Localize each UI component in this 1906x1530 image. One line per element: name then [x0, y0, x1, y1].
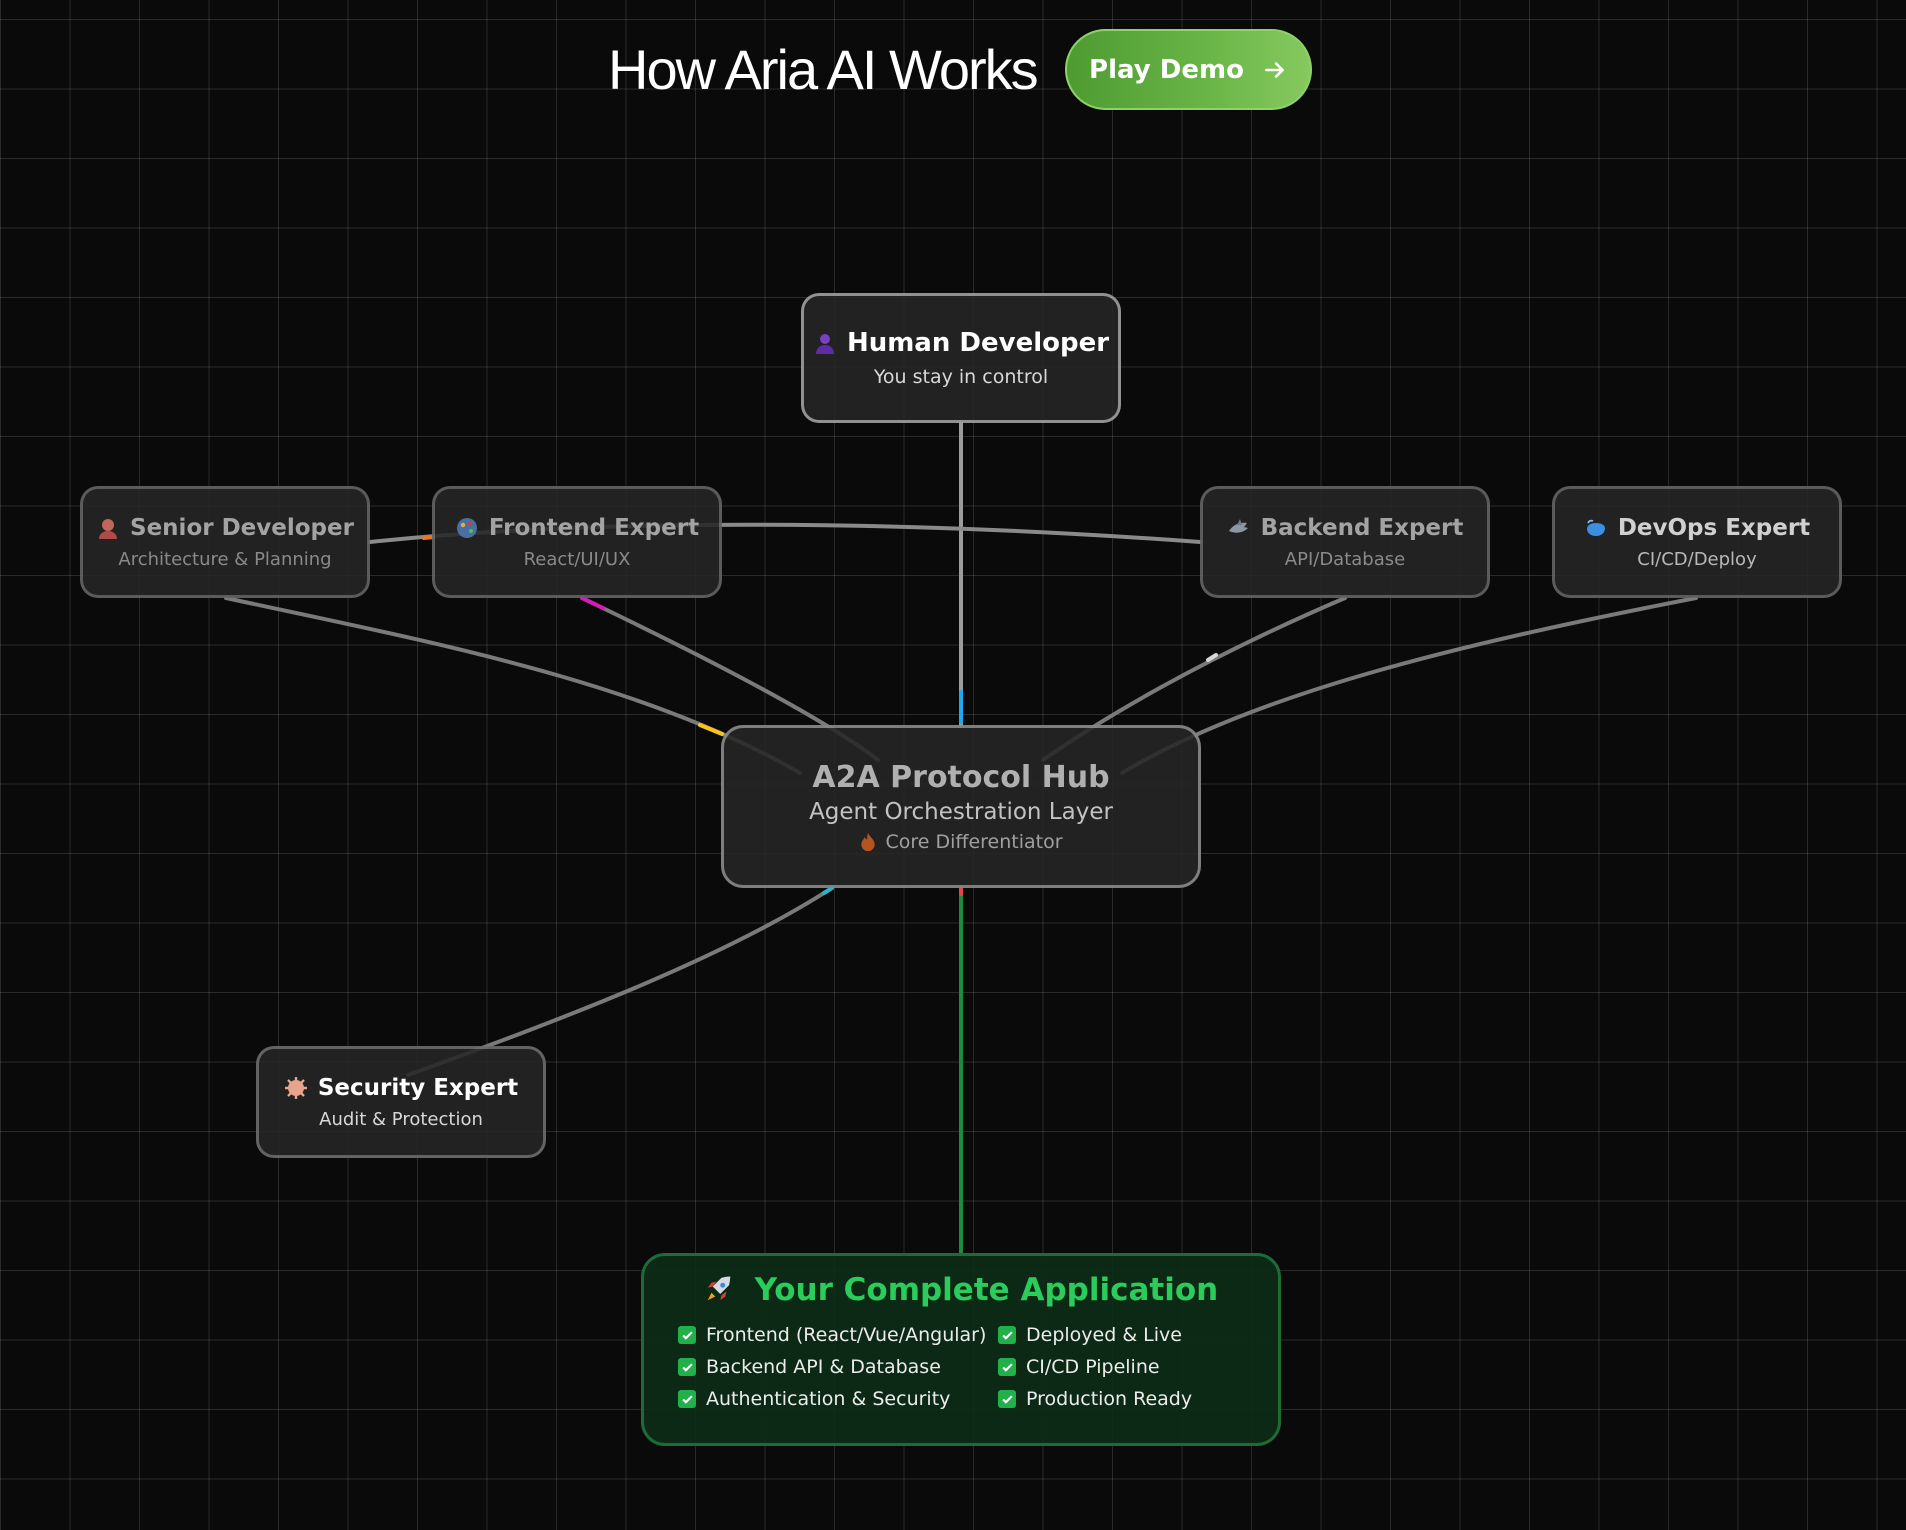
arrow-right-icon: [1264, 61, 1284, 78]
checkbox-icon: [678, 1358, 696, 1376]
feature-label: CI/CD Pipeline: [1026, 1356, 1160, 1378]
hub-note: Core Differentiator: [885, 831, 1063, 853]
node-title: Frontend Expert: [488, 514, 700, 541]
hub-title: A2A Protocol Hub: [812, 760, 1110, 795]
frontend-expert-node[interactable]: Frontend Expert React/UI/UX: [432, 486, 722, 598]
play-demo-label: Play Demo: [1089, 54, 1244, 85]
edge-senior-hub-pulse: [698, 723, 724, 736]
checkbox-icon: [678, 1326, 696, 1344]
feature-label: Production Ready: [1026, 1388, 1193, 1410]
edge-devops-hub: [1120, 596, 1698, 775]
node-subtitle: Architecture & Planning: [118, 548, 332, 570]
application-title: Your Complete Application: [754, 1272, 1219, 1308]
shield-icon: [284, 1076, 307, 1099]
feature-item: Backend API & Database: [678, 1356, 998, 1378]
security-expert-node[interactable]: Security Expert Audit & Protection: [256, 1046, 546, 1158]
feature-label: Frontend (React/Vue/Angular): [706, 1324, 987, 1346]
checkbox-icon: [998, 1390, 1016, 1408]
node-subtitle: Audit & Protection: [319, 1108, 483, 1130]
feature-item: Authentication & Security: [678, 1388, 998, 1410]
page-title: How Aria AI Works: [608, 38, 1039, 101]
backend-expert-node[interactable]: Backend Expert API/Database: [1200, 486, 1490, 598]
feature-label: Authentication & Security: [706, 1388, 951, 1410]
node-subtitle: You stay in control: [873, 366, 1049, 388]
feature-item: CI/CD Pipeline: [998, 1356, 1258, 1378]
edge-hub-security-pulse: [822, 886, 834, 895]
senior-developer-node[interactable]: Senior Developer Architecture & Planning: [80, 486, 370, 598]
a2a-hub-node[interactable]: A2A Protocol Hub Agent Orchestration Lay…: [721, 725, 1201, 888]
hub-subtitle: Agent Orchestration Layer: [809, 799, 1113, 825]
node-subtitle: API/Database: [1284, 548, 1406, 570]
human-developer-node[interactable]: Human Developer You stay in control: [801, 293, 1121, 423]
feature-item: Production Ready: [998, 1388, 1258, 1410]
edge-backend-hub-pulse: [1206, 653, 1218, 662]
whale-icon: [1586, 519, 1605, 536]
node-subtitle: CI/CD/Deploy: [1637, 548, 1757, 570]
application-node[interactable]: Your Complete Application Frontend (Reac…: [641, 1253, 1281, 1446]
devops-expert-node[interactable]: DevOps Expert CI/CD/Deploy: [1552, 486, 1842, 598]
edge-senior-hub: [224, 596, 802, 775]
person-icon: [815, 334, 834, 354]
feature-item: Deployed & Live: [998, 1324, 1258, 1346]
edge-frontend-hub-pulse: [580, 596, 605, 610]
rocket-icon: [707, 1276, 731, 1301]
checkbox-icon: [678, 1390, 696, 1408]
feature-label: Backend API & Database: [706, 1356, 941, 1378]
play-demo-button[interactable]: Play Demo: [1065, 29, 1312, 110]
developer-icon: [99, 518, 118, 539]
artist-icon: [456, 517, 477, 538]
checkbox-icon: [998, 1358, 1016, 1376]
node-title: Security Expert: [317, 1074, 519, 1101]
feature-label: Deployed & Live: [1026, 1324, 1182, 1346]
feature-checklist: Frontend (React/Vue/Angular) Deployed & …: [678, 1324, 1258, 1410]
feature-item: Frontend (React/Vue/Angular): [678, 1324, 998, 1346]
shark-icon: [1228, 518, 1248, 533]
node-title: Human Developer: [846, 328, 1110, 358]
checkbox-icon: [998, 1326, 1016, 1344]
node-subtitle: React/UI/UX: [523, 548, 631, 570]
flame-icon: [861, 832, 876, 852]
node-title: Backend Expert: [1260, 514, 1464, 541]
node-title: Senior Developer: [130, 514, 354, 541]
node-title: DevOps Expert: [1617, 514, 1811, 541]
